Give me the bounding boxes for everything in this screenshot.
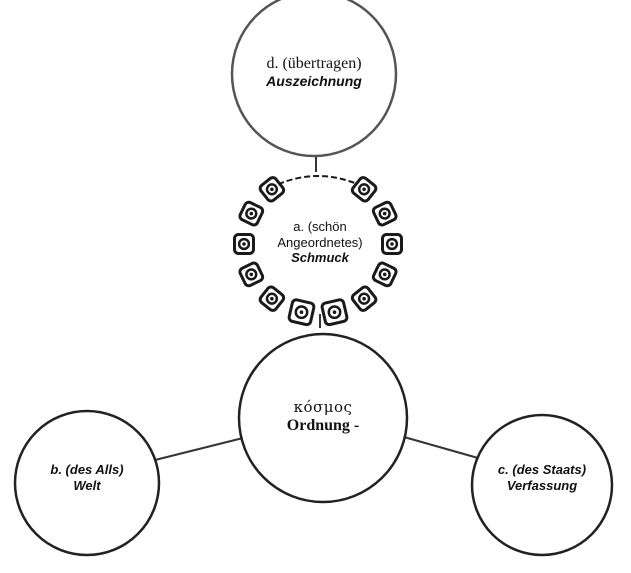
node-top-circle	[230, 0, 398, 158]
node-top-line2: Auszeichnung	[266, 73, 362, 90]
node-center-circle	[237, 332, 409, 504]
necklace-bead	[258, 176, 286, 203]
necklace-bead	[320, 298, 349, 327]
necklace-bead	[258, 285, 286, 312]
node-right-text: c. (des Staats) Verfassung	[472, 462, 612, 493]
node-top-line1: d. (übertragen)	[266, 55, 362, 72]
node-center-greek: κόσμος	[293, 398, 353, 416]
connector-left	[154, 436, 248, 461]
node-right-circle	[470, 413, 614, 557]
node-right-line2: Verfassung	[506, 477, 578, 493]
node-center-label: Ordnung -	[286, 417, 360, 434]
necklace-bead	[287, 298, 316, 327]
necklace-icon	[233, 175, 403, 327]
necklace-line2: Angeordnetes)	[277, 234, 363, 250]
node-right-line1: c. (des Staats)	[497, 462, 587, 477]
necklace-text: a. (schön Angeordnetes) Schmuck	[248, 219, 392, 266]
necklace-bead	[371, 261, 398, 288]
necklace-bead	[350, 285, 378, 312]
necklace-bead	[233, 233, 255, 255]
node-left-circle	[13, 409, 161, 557]
necklace-line1: a. (schön	[293, 219, 347, 234]
node-left-text: b. (des Alls) Welt	[17, 462, 157, 493]
necklace-bead	[371, 200, 398, 227]
necklace-bead	[381, 233, 403, 255]
node-left-line2: Welt	[73, 477, 101, 493]
necklace-chain	[269, 175, 367, 189]
node-top-text: d. (übertragen) Auszeichnung	[234, 54, 394, 90]
necklace-bead	[238, 261, 265, 288]
necklace-bead	[350, 176, 378, 203]
connector-right	[403, 436, 479, 459]
node-left-line1: b. (des Alls)	[50, 462, 124, 477]
necklace-line3: Schmuck	[291, 250, 349, 266]
node-center-text: κόσμος Ordnung -	[243, 398, 403, 435]
necklace-bead	[238, 200, 265, 227]
